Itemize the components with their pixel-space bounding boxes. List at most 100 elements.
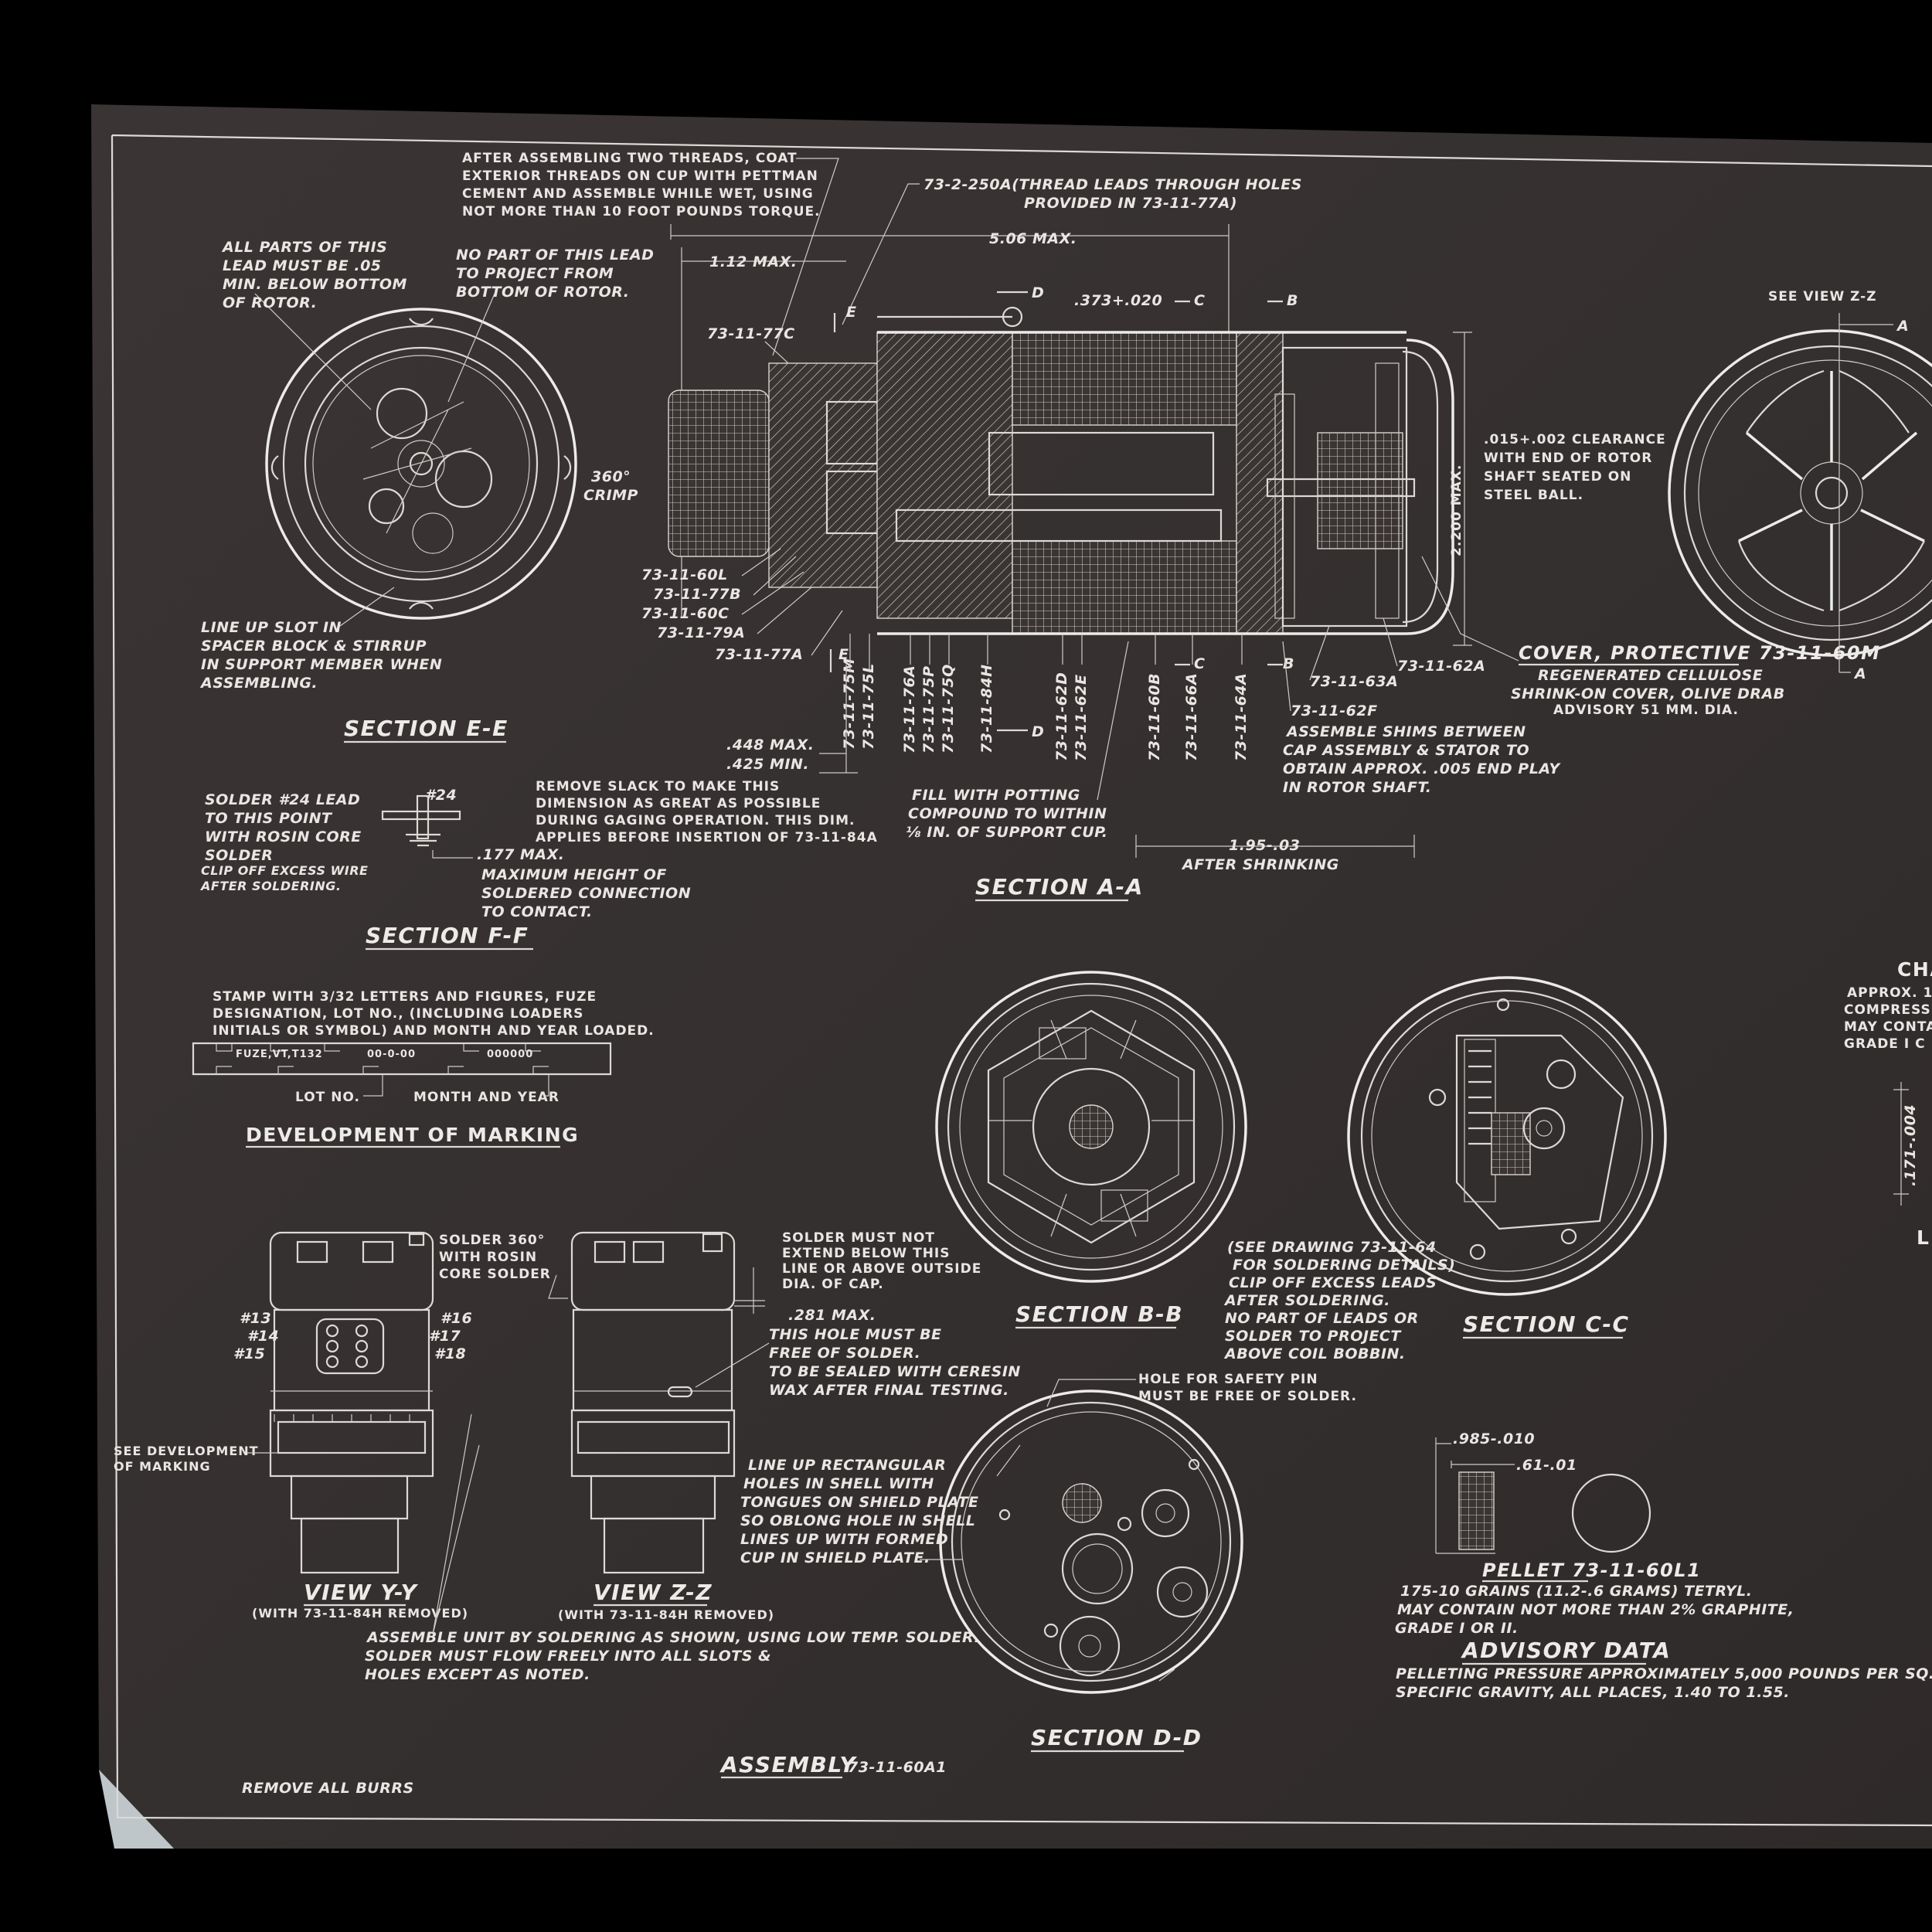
ee-note-parts-4: OF ROTOR.: [223, 294, 317, 311]
char-title: CHA: [1897, 958, 1932, 981]
aa-label-bottom-11: 73-11-64A: [1233, 673, 1250, 761]
marking-month-label: MONTH AND YEAR: [413, 1090, 560, 1105]
zz-hole-note-3: TO BE SEALED WITH CERESIN: [769, 1363, 1021, 1380]
aa-dim-clearance-1: .015+.002 CLEARANCE: [1484, 432, 1666, 447]
ff-note-4: SOLDER: [205, 847, 273, 864]
ee-note-project-2: TO PROJECT FROM: [456, 265, 614, 282]
section-a-a-body: [668, 306, 1454, 635]
aa-dim-clearance-2: WITH END OF ROTOR: [1484, 451, 1652, 466]
pellet-line-2: MAY CONTAIN NOT MORE THAN 2% GRAPHITE,: [1397, 1601, 1794, 1618]
pellet-title: PELLET 73-11-60L1: [1482, 1560, 1701, 1581]
aa-label-left-4: 73-11-60C: [641, 605, 730, 622]
marking-strip: [192, 1042, 612, 1076]
aa-dim-425: .425 MIN.: [726, 756, 809, 773]
ff-note-2: TO THIS POINT: [205, 810, 333, 827]
zz-hole-note-1: THIS HOLE MUST BE: [769, 1326, 942, 1343]
ff-tag: #24: [425, 787, 457, 804]
dd-hole-note-2: MUST BE FREE OF SOLDER.: [1138, 1389, 1357, 1404]
ff-dim-note-1: MAXIMUM HEIGHT OF: [481, 866, 667, 883]
marking-strip-lot: 00-0-00: [367, 1049, 416, 1060]
cut-e-top: E: [846, 304, 856, 321]
cut-d-bottom: D: [1032, 723, 1044, 740]
section-b-b: [935, 971, 1247, 1283]
aa-label-left-3: 73-11-77B: [653, 586, 741, 603]
ee-note-lineup-2: SPACER BLOCK & STIRRUP: [201, 638, 427, 655]
aa-dim-cap: 1.12 MAX.: [709, 253, 797, 270]
bb-note-1: (SEE DRAWING 73-11-64: [1227, 1239, 1437, 1256]
dd-lineup-3: TONGUES ON SHIELD PLATE: [740, 1494, 978, 1511]
aa-cover-line-4: ADVISORY 51 MM. DIA.: [1553, 702, 1739, 718]
bb-note-5: NO PART OF LEADS OR: [1225, 1310, 1419, 1327]
aa-label-right-3: 73-11-62F: [1291, 702, 1378, 719]
ee-note-project-3: BOTTOM OF ROTOR.: [456, 284, 630, 301]
zz-solder-extend-4: DIA. OF CAP.: [782, 1277, 884, 1292]
view-z-z-sub: (WITH 73-11-84H REMOVED): [558, 1607, 774, 1622]
aa-note-potting-2: COMPOUND TO WITHIN: [908, 805, 1107, 822]
aa-note-potting-1: FILL WITH POTTING: [912, 787, 1080, 804]
aa-cover-line-2: REGENERATED CELLULOSE: [1538, 667, 1763, 684]
aa-note-leads-1: 73-2-250A(THREAD LEADS THROUGH HOLES: [923, 176, 1302, 193]
marking-stamp-3: INITIALS OR SYMBOL) AND MONTH AND YEAR L…: [213, 1023, 655, 1039]
aa-dim-clearance-3: SHAFT SEATED ON: [1484, 469, 1631, 485]
paper: [91, 104, 1932, 1849]
yy-pin-left-1: #13: [240, 1310, 271, 1327]
assembly-number: 73-11-60A1: [848, 1759, 947, 1776]
section-b-b-title: SECTION B-B: [1015, 1301, 1183, 1327]
bb-note-6: SOLDER TO PROJECT: [1225, 1328, 1402, 1345]
advisory-line-1: PELLETING PRESSURE APPROXIMATELY 5,000 P…: [1396, 1665, 1932, 1682]
zz-solder-note-2: WITH ROSIN: [439, 1250, 537, 1265]
char-dim: .171-.004: [1902, 1104, 1919, 1186]
ee-note-lineup-1: LINE UP SLOT IN: [201, 619, 342, 636]
view-y-y: [269, 1231, 434, 1574]
section-c-c: [1347, 976, 1667, 1296]
yy-pin-left-2: #14: [247, 1328, 279, 1345]
yy-pin-right-1: #16: [440, 1310, 472, 1327]
cut-e-bottom: E: [838, 646, 849, 663]
section-c-c-title: SECTION C-C: [1463, 1311, 1630, 1337]
aa-label-bottom-9: 73-11-60B: [1146, 673, 1163, 761]
aa-label-bottom-8: 73-11-62E: [1073, 674, 1090, 761]
section-e-e: [254, 293, 577, 627]
marking-strip-date: 000000: [487, 1049, 533, 1060]
assembly-title: ASSEMBLY: [719, 1752, 857, 1777]
view-z-z-title: VIEW Z-Z: [594, 1580, 713, 1605]
drawing-border: [111, 134, 1932, 1827]
ff-dim-note-2: SOLDERED CONNECTION: [481, 885, 691, 902]
view-a-bottom: A: [1853, 665, 1866, 682]
section-e-e-title: SECTION E-E: [344, 716, 509, 741]
advisory-line-2: SPECIFIC GRAVITY, ALL PLACES, 1.40 TO 1.…: [1396, 1684, 1790, 1701]
assemble-note-3: HOLES EXCEPT AS NOTED.: [365, 1666, 590, 1683]
aa-label-left-5: 73-11-79A: [657, 624, 745, 641]
yy-see-dev-2: OF MARKING: [114, 1459, 211, 1474]
pellet-dim-inner: .61-.01: [1516, 1457, 1577, 1474]
aa-bottom-labels: 73-11-75M 73-11-75L 73-11-76A 73-11-75P …: [841, 634, 1250, 761]
ff-dim-note-3: TO CONTACT.: [481, 903, 593, 920]
zz-solder-note-3: CORE SOLDER: [439, 1267, 551, 1282]
ee-crimp-1: 360°: [591, 468, 631, 485]
cut-c-bottom: C: [1194, 655, 1205, 672]
aa-note-potting-3: ⅛ IN. OF SUPPORT CUP.: [906, 824, 1107, 841]
marking-strip-text: FUZE,VT,T132: [236, 1049, 323, 1060]
section-f-f-title: SECTION F-F: [366, 923, 529, 948]
cut-d-top: D: [1032, 284, 1044, 301]
aa-label-right-1: 73-11-63A: [1310, 673, 1398, 690]
zz-solder-extend-2: EXTEND BELOW THIS: [782, 1246, 951, 1261]
yy-pin-left-3: #15: [233, 1345, 265, 1362]
marking-stamp-1: STAMP WITH 3/32 LETTERS AND FIGURES, FUZ…: [213, 989, 597, 1005]
pellet-drawing: [1435, 1437, 1651, 1554]
remove-burrs: REMOVE ALL BURRS: [242, 1780, 414, 1797]
pellet-dim-outer: .985-.010: [1453, 1430, 1535, 1447]
dd-lineup-6: CUP IN SHIELD PLATE.: [740, 1549, 930, 1566]
aa-note-threads-4: NOT MORE THAN 10 FOOT POUNDS TORQUE.: [462, 204, 821, 219]
char-line-1: APPROX. 1.9: [1847, 985, 1932, 1001]
aa-note-threads-2: EXTERIOR THREADS ON CUP WITH PETTMAN: [462, 168, 818, 184]
zz-hole-note-2: FREE OF SOLDER.: [769, 1345, 920, 1362]
aa-dim-overall: 5.06 MAX.: [989, 230, 1077, 247]
aa-label-bottom-6: 73-11-84H: [978, 665, 995, 754]
dd-lineup-5: LINES UP WITH FORMED: [740, 1531, 948, 1548]
aa-label-bottom-5: 73-11-75Q: [940, 664, 957, 753]
aa-label-bottom-3: 73-11-76A: [901, 665, 918, 753]
zz-solder-extend-3: LINE OR ABOVE OUTSIDE: [782, 1261, 981, 1277]
cut-b-top: B: [1287, 292, 1298, 309]
char-line-4: GRADE I C: [1844, 1036, 1926, 1052]
